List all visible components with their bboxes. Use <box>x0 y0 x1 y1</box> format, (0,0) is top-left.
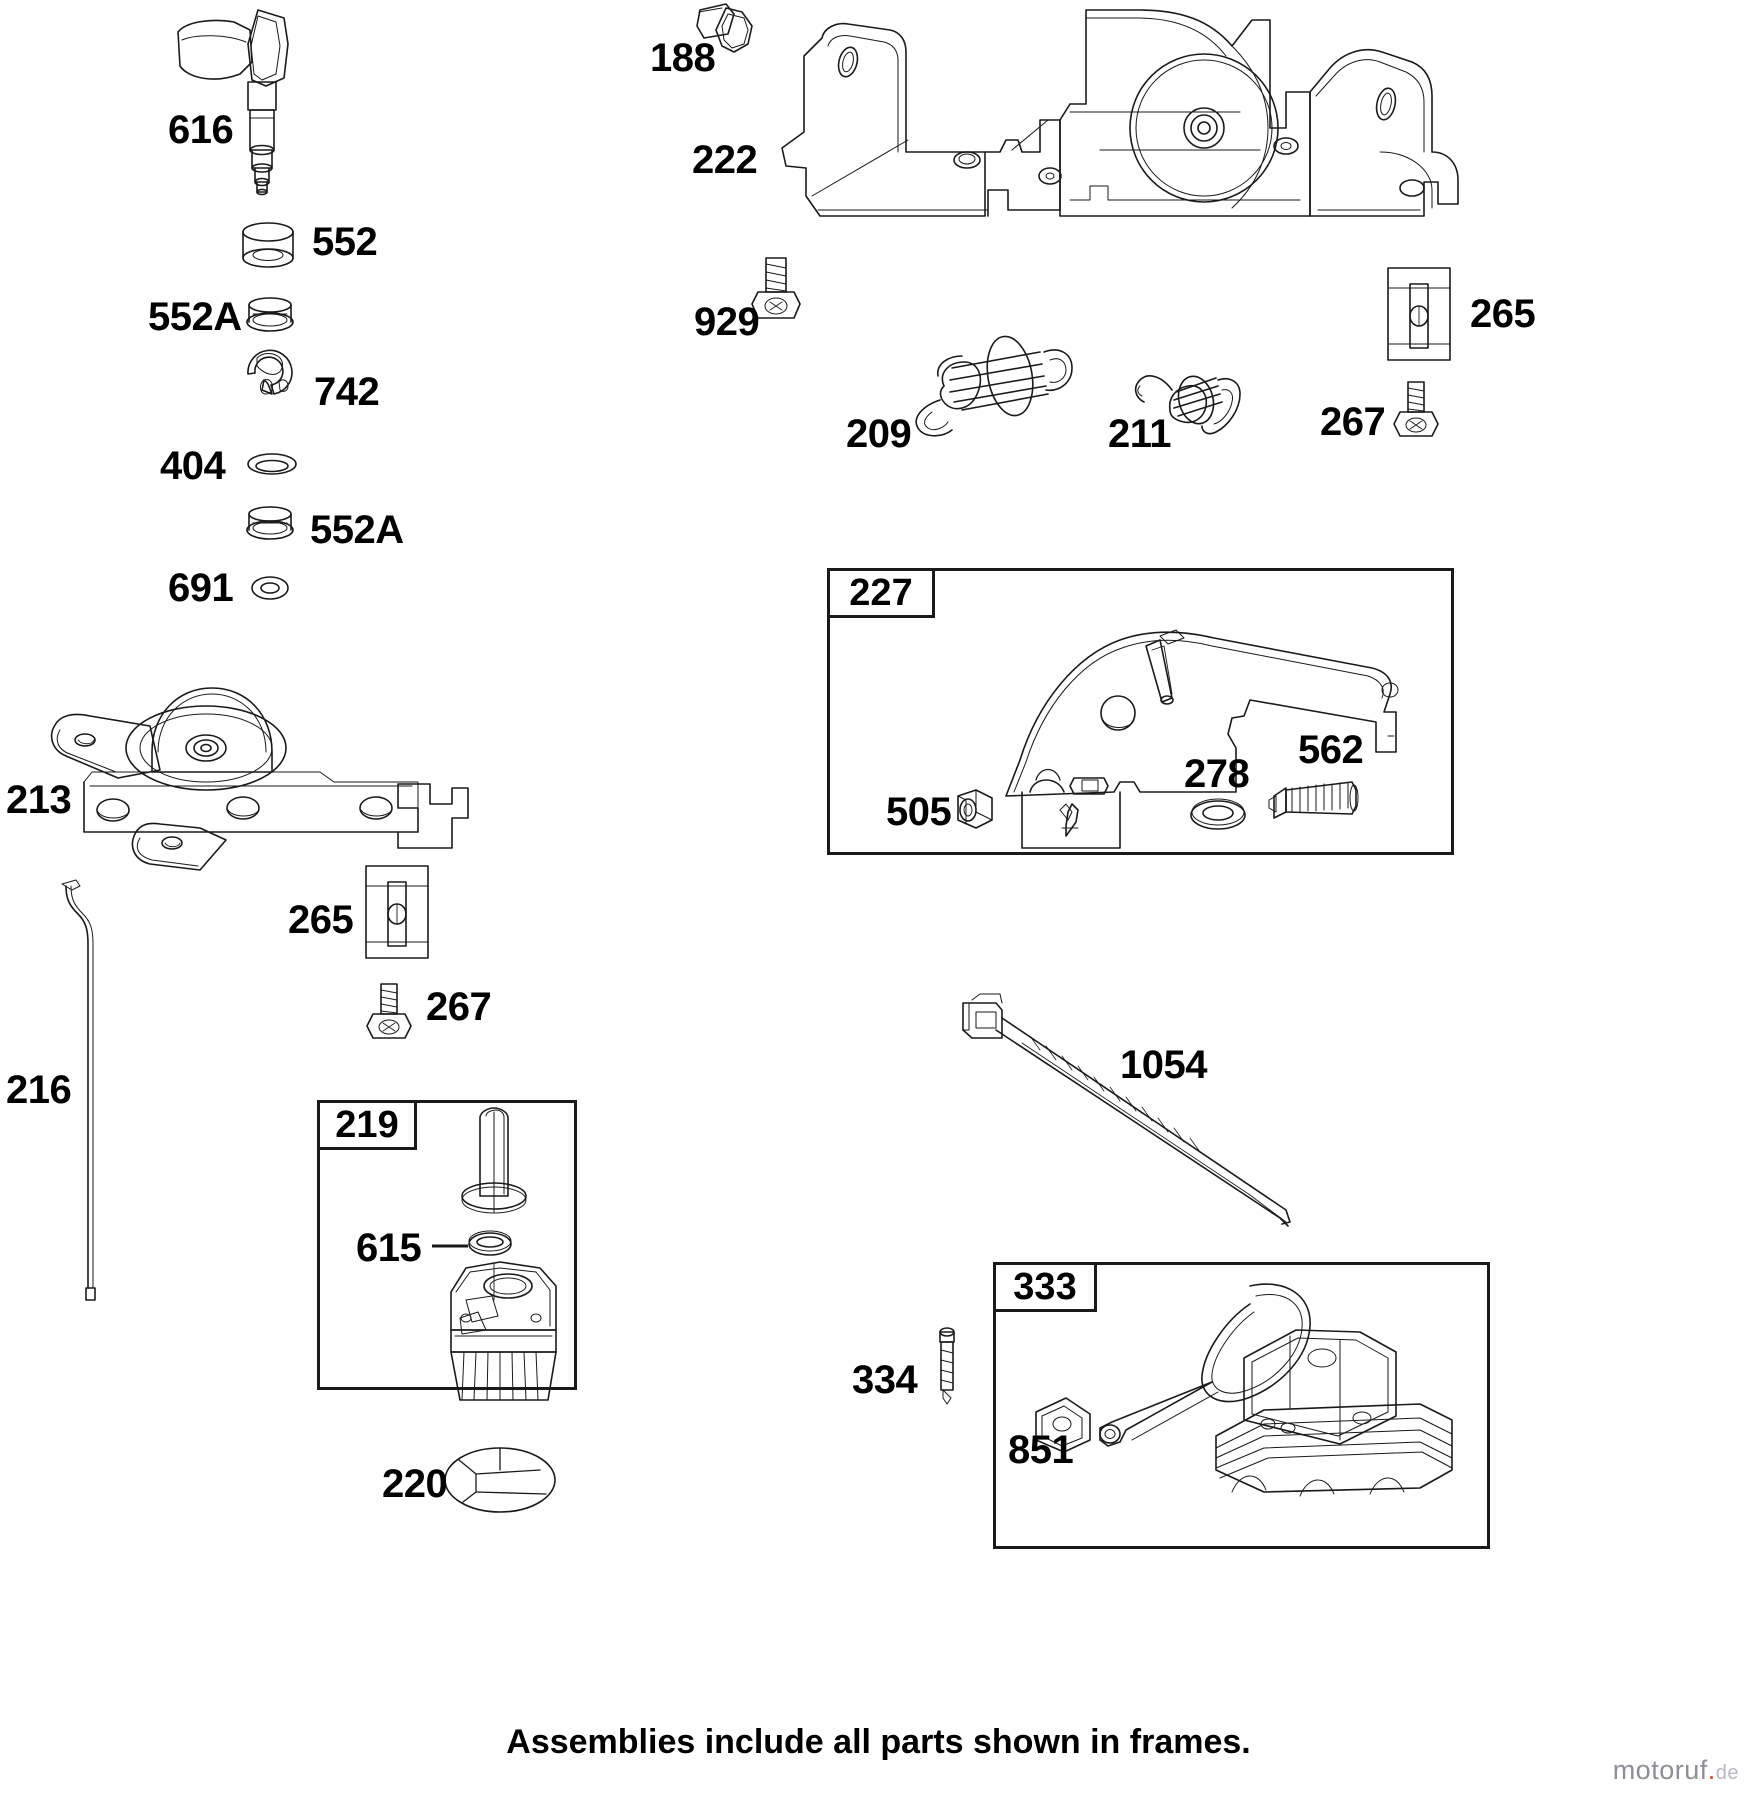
part-222-bracket-assembly <box>782 10 1458 216</box>
part-265-plate-upper <box>1388 268 1450 360</box>
part-label-552: 552 <box>312 220 378 264</box>
part-label-222: 222 <box>692 138 758 182</box>
part-616-lever-shaft <box>178 10 288 195</box>
part-211-spring-small <box>1136 373 1240 434</box>
part-219-module <box>451 1108 556 1400</box>
part-929-screw <box>752 258 800 318</box>
part-label-265-mid: 265 <box>288 898 354 942</box>
part-188-bolt <box>697 4 752 52</box>
part-label-209: 209 <box>846 412 912 456</box>
watermark-brand: motoruf <box>1612 1755 1708 1785</box>
part-213-plate-bracket <box>52 688 468 870</box>
part-1054-cable-tie <box>963 994 1290 1226</box>
part-691-seal <box>252 577 288 599</box>
watermark-dot: . <box>1707 1755 1716 1785</box>
site-watermark: motoruf.de <box>1613 1755 1739 1786</box>
part-label-615: 615 <box>356 1226 422 1270</box>
assembly-frame-227-label: 227 <box>849 571 913 614</box>
part-label-213: 213 <box>6 778 72 822</box>
part-label-265-upper: 265 <box>1470 292 1536 336</box>
assembly-frame-333-tab: 333 <box>993 1262 1097 1312</box>
part-552-bushing <box>243 223 293 267</box>
part-label-929: 929 <box>694 300 760 344</box>
part-334-screw <box>940 1328 954 1404</box>
part-label-616: 616 <box>168 108 234 152</box>
part-216-rod <box>62 880 95 1300</box>
part-505-nut <box>958 790 992 828</box>
part-label-267-upper: 267 <box>1320 400 1386 444</box>
assembly-frame-219-label: 219 <box>335 1103 399 1146</box>
part-label-211: 211 <box>1108 412 1172 456</box>
part-label-691: 691 <box>168 566 234 610</box>
part-333-coil-unit <box>1036 1284 1452 1496</box>
assembly-frame-219-tab: 219 <box>317 1100 417 1150</box>
part-267-screw-mid <box>367 984 411 1038</box>
assembly-frame-219 <box>317 1100 577 1390</box>
watermark-tld: de <box>1715 1762 1739 1784</box>
part-label-334: 334 <box>852 1358 918 1402</box>
assembly-frame-227 <box>827 568 1454 855</box>
part-404-washer <box>248 454 296 474</box>
assemblies-note: Assemblies include all parts shown in fr… <box>506 1723 1251 1761</box>
part-552A-upper-bushing <box>247 298 293 331</box>
part-209-spring-large <box>916 333 1072 436</box>
part-562-spring-screw <box>1269 782 1358 818</box>
part-label-278: 278 <box>1184 752 1250 796</box>
part-742-e-clip <box>248 350 292 394</box>
part-label-216: 216 <box>6 1068 72 1112</box>
part-227-governor-bracket <box>1006 630 1398 848</box>
part-label-404: 404 <box>160 444 226 488</box>
part-label-552a-upper: 552A <box>148 295 242 339</box>
part-label-552a-lower: 552A <box>310 508 404 552</box>
part-label-188: 188 <box>650 36 716 80</box>
part-label-505: 505 <box>886 790 952 834</box>
part-220-cap <box>445 1448 555 1512</box>
part-label-267-mid: 267 <box>426 985 492 1029</box>
assembly-frame-227-tab: 227 <box>827 568 935 618</box>
part-label-562: 562 <box>1298 728 1364 772</box>
part-label-220: 220 <box>382 1462 448 1506</box>
part-278-washer <box>1191 799 1245 829</box>
part-label-1054: 1054 <box>1120 1043 1207 1087</box>
part-265-plate-mid <box>366 866 428 958</box>
assembly-frame-333 <box>993 1262 1490 1549</box>
part-label-742: 742 <box>314 370 380 414</box>
assembly-frame-333-label: 333 <box>1013 1265 1077 1308</box>
part-552A-lower-bushing <box>247 507 293 539</box>
part-267-screw-upper <box>1394 382 1438 436</box>
part-label-851: 851 <box>1008 1428 1074 1472</box>
